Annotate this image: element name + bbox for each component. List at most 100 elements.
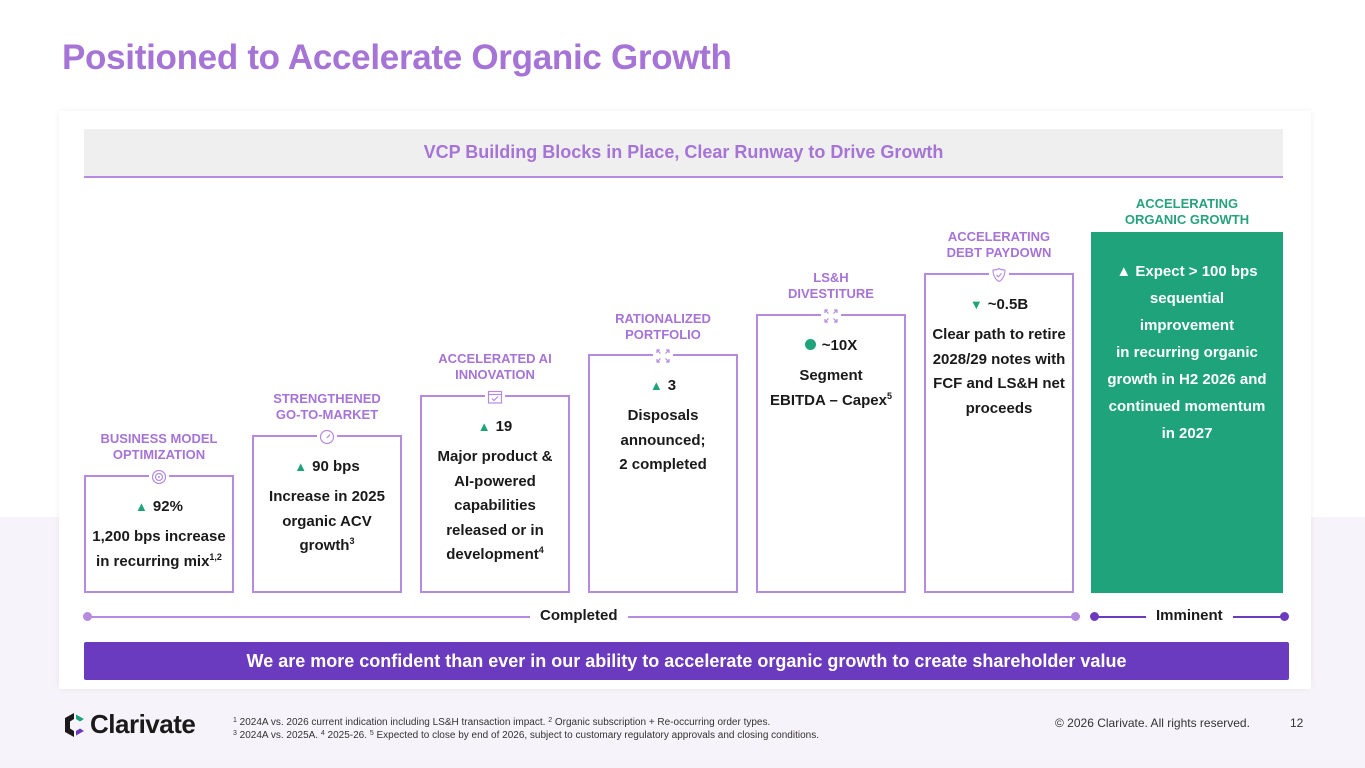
shield-check-icon <box>989 265 1009 285</box>
final-step-line: in 2027 <box>1161 425 1213 442</box>
copyright: © 2026 Clarivate. All rights reserved. <box>1055 716 1250 730</box>
step-label-line1: ACCELERATED AI <box>438 351 552 366</box>
step-description-line: organic ACV <box>282 512 372 530</box>
step-description-line: Clear path to retire <box>932 326 1066 343</box>
step-metric-value: 90 bps <box>312 458 360 475</box>
banner-text: VCP Building Blocks in Place, Clear Runw… <box>423 142 944 162</box>
clarivate-logo-icon <box>65 712 84 737</box>
step-description-line: development4 <box>446 545 544 564</box>
step-description-line: Disposals <box>627 407 699 424</box>
final-step-line: growth in H2 2026 and <box>1107 371 1267 388</box>
page-number: 12 <box>1290 716 1304 730</box>
bottom-message-bar: We are more confident than ever in our a… <box>84 642 1289 680</box>
final-step-line: in recurring organic <box>1116 344 1258 361</box>
step-metric-value: ~10X <box>821 337 858 354</box>
footnote-ref: 5 <box>886 390 892 401</box>
step-description-line: AI-powered <box>454 472 536 490</box>
clarivate-logo-text: Clarivate <box>90 709 196 739</box>
footnote-ref: 4 <box>538 545 544 555</box>
step-description: 1,200 bps increase in recurring mix1,2 <box>86 525 232 574</box>
footnote-text-1: 2024A vs. 2026 current indication includ… <box>236 717 549 728</box>
banner: VCP Building Blocks in Place, Clear Runw… <box>84 129 1283 178</box>
final-step-label-line2: ORGANIC GROWTH <box>1124 212 1250 227</box>
final-step-label: ACCELERATING ORGANIC GROWTH <box>1091 196 1283 228</box>
up-arrow-icon: ▲ <box>649 378 663 393</box>
timeline-imminent-end-dot <box>1280 612 1289 621</box>
step-label-line1: ACCELERATING <box>947 229 1051 244</box>
step-label-line2: PORTFOLIO <box>625 327 701 342</box>
step-metric-value: 19 <box>495 418 513 435</box>
speedometer-icon <box>317 427 337 447</box>
step-label-line2: OPTIMIZATION <box>112 447 206 462</box>
step-description-line: in recurring mix1,2 <box>96 551 222 570</box>
up-arrow-icon: ▲ <box>135 499 148 514</box>
step-description-line: 2 completed <box>619 456 707 473</box>
step-metric: ▲3 <box>590 376 736 396</box>
step-description-line: Segment <box>799 367 863 384</box>
clarivate-logo: Clarivate <box>62 709 196 740</box>
footnote-text-2: Organic subscription + Re-occurring orde… <box>552 717 771 728</box>
step-metric: ▼ ~0.5B <box>926 295 1072 315</box>
footnote-marker-1: 1 <box>233 717 237 724</box>
timeline-completed-end-dot <box>1071 612 1080 621</box>
footnote-marker-4: 4 <box>320 730 325 737</box>
step-description-line: capabilities <box>454 497 536 514</box>
step-description-line: FCF and LS&H net <box>933 375 1065 392</box>
final-step-label-line1: ACCELERATING <box>1135 196 1239 211</box>
step-metric-value: 92% <box>152 498 183 515</box>
down-arrow-icon: ▼ <box>969 297 983 312</box>
footnote-marker-2: 2 <box>548 717 553 724</box>
timeline-start-dot <box>83 612 92 621</box>
completed-label: Completed <box>530 607 628 624</box>
step-description-line: EBITDA – Capex5 <box>770 390 892 409</box>
footnote-ref: 3 <box>349 536 355 546</box>
step-label-line2: DEBT PAYDOWN <box>946 245 1052 260</box>
step-label-line2: INNOVATION <box>455 367 535 382</box>
step-metric: ▲19 <box>422 417 568 437</box>
calendar-check-icon <box>485 387 505 407</box>
final-step-line: sequential improvement <box>1139 290 1235 334</box>
step-description-line: released or in <box>446 521 544 539</box>
step-description-line: growth3 <box>299 536 355 555</box>
up-arrow-icon: ▲ <box>294 459 308 474</box>
step-description: Increase in 2025 organic ACV growth3 <box>254 485 400 559</box>
step-label-line2: GO-TO-MARKET <box>275 407 379 422</box>
imminent-label: Imminent <box>1146 607 1233 624</box>
step-description-line: Increase in 2025 <box>269 488 385 505</box>
footnote-marker-3: 3 <box>233 730 237 737</box>
footnote-text-3: 2024A vs. 2025A. <box>236 730 321 741</box>
dot-icon <box>804 339 816 350</box>
target-icon <box>149 467 169 487</box>
step-description-line: 1,200 bps increase <box>92 528 226 545</box>
page-title: Positioned to Accelerate Organic Growth <box>62 38 732 77</box>
footnote-text-5: Expected to close by end of 2026, subjec… <box>373 730 819 741</box>
step-label-line1: BUSINESS MODEL <box>100 431 218 446</box>
step-metric-value: 3 <box>667 377 677 394</box>
footnote-text-4: 2025-26. <box>324 730 370 741</box>
step-metric: ~10X <box>758 336 904 356</box>
step-metric: ▲ 92% <box>86 497 232 517</box>
final-step-line: continued momentum <box>1108 398 1266 415</box>
footnote-line-2: 3 2024A vs. 2025A. 4 2025-26. 5 Expected… <box>233 729 819 742</box>
step-metric-value: ~0.5B <box>987 296 1029 313</box>
footnote-marker-5: 5 <box>369 730 374 737</box>
expand-icon <box>821 306 841 326</box>
step-description-line: proceeds <box>965 399 1033 417</box>
bottom-message: We are more confident than ever in our a… <box>246 650 1127 671</box>
